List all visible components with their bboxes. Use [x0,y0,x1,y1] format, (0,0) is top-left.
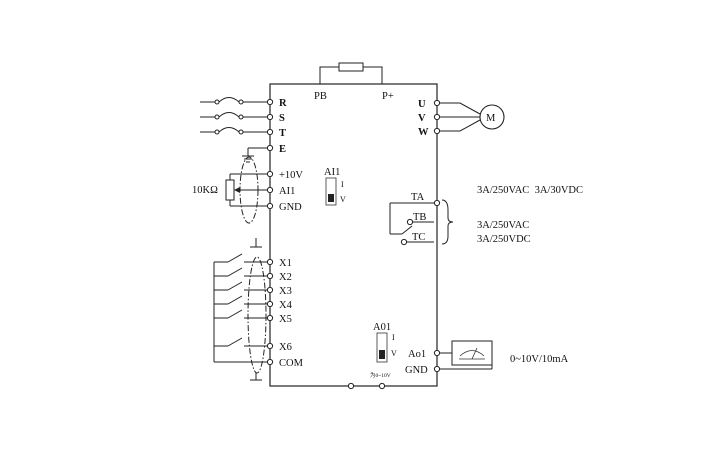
terminal-ta[interactable] [433,199,441,207]
a01-jumper-note: 为0~10V [370,371,391,379]
terminal-x2[interactable] [266,272,274,280]
terminal-v[interactable] [433,113,441,121]
brake-resistor [319,62,383,84]
terminal-tb[interactable] [406,218,414,226]
terminal-pb-label: PB [314,91,327,102]
a01-jumper-v-label: V [391,349,397,358]
terminal-x4-label: X4 [279,300,293,311]
terminal-ta-label: TA [411,192,425,203]
terminal-com-label: COM [279,358,304,369]
terminal-gnd-label: GND [279,202,302,213]
terminal-tc-label: TC [412,232,425,243]
analog-meter [451,340,493,366]
bottom-terminal-left[interactable] [347,382,355,390]
potentiometer-wiring [225,156,268,224]
terminal-x3[interactable] [266,286,274,294]
terminal-e[interactable] [266,144,274,152]
terminal-s-label: S [279,113,285,124]
terminal-x1-label: X1 [279,258,292,269]
terminal-r[interactable] [266,98,274,106]
terminal-x6-label: X6 [279,342,292,353]
a01-jumper-cap [379,350,385,359]
ai1-jumper[interactable] [325,177,337,206]
terminal-e-label: E [279,144,286,155]
terminal-x5-label: X5 [279,314,292,325]
potentiometer-label: 10KΩ [192,185,218,196]
relay-rating-ta: 3A/250VAC 3A/30VDC [477,185,583,196]
drive-enclosure [269,83,438,387]
relay-rating-tc: 3A/250VDC [477,234,531,245]
terminal-p-plus-label: P+ [382,91,394,102]
terminal-com[interactable] [266,358,274,366]
terminal-x5[interactable] [266,314,274,322]
terminal-x4[interactable] [266,300,274,308]
terminal-t-label: T [279,128,286,139]
terminal-ai1[interactable] [266,186,274,194]
bottom-terminal-right[interactable] [378,382,386,390]
terminal-plus10v[interactable] [266,170,274,178]
terminal-tb-label: TB [413,212,426,223]
terminal-plus10v-label: +10V [279,170,303,181]
ai1-jumper-title: AI1 [324,167,340,178]
relay-brace [441,199,454,245]
terminal-v-label: V [418,113,426,124]
digital-input-wiring [213,238,268,381]
relay-rating-tb: 3A/250VAC [477,220,529,231]
terminal-t[interactable] [266,128,274,136]
terminal-ao1[interactable] [433,349,441,357]
terminal-r-label: R [279,98,287,109]
terminal-output-gnd[interactable] [433,365,441,373]
terminal-w[interactable] [433,127,441,135]
terminal-gnd[interactable] [266,202,274,210]
terminal-u[interactable] [433,99,441,107]
ai1-jumper-cap [328,194,334,202]
analog-output-range: 0~10V/10mA [510,354,569,365]
terminal-ai1-label: AI1 [279,186,295,197]
terminal-ao1-label: Aο1 [408,349,426,360]
terminal-x6[interactable] [266,342,274,350]
motor-label: M [486,113,496,124]
terminal-x2-label: X2 [279,272,292,283]
relay-wiring [389,202,434,243]
ai1-jumper-i-label: I [341,180,344,189]
terminal-u-label: U [418,99,426,110]
a01-jumper-title: A01 [373,322,391,333]
a01-jumper[interactable] [376,332,388,363]
terminal-w-label: W [418,127,429,138]
power-input-wiring [200,97,268,163]
ai1-jumper-v-label: V [340,195,346,204]
a01-jumper-i-label: I [392,333,395,342]
terminal-tc[interactable] [400,238,408,246]
terminal-output-gnd-label: GND [405,365,428,376]
terminal-s[interactable] [266,113,274,121]
motor-wiring [439,102,481,132]
terminal-x1[interactable] [266,258,274,266]
motor-symbol [479,104,505,130]
terminal-x3-label: X3 [279,286,292,297]
